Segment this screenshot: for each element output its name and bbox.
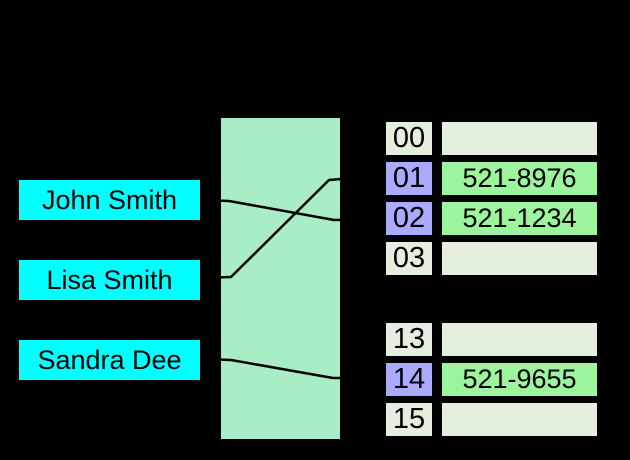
bucket-row: 14 521-9655: [384, 361, 599, 398]
bucket-table: 00 01 521-8976 02 521-1234 03 13 14 521-…: [384, 120, 599, 438]
bucket-value-cell: 521-1234: [440, 200, 599, 237]
key-label: John Smith: [41, 184, 178, 215]
bucket-row: 00: [384, 120, 599, 157]
bucket-index-cell: 03: [384, 240, 434, 277]
bucket-value-cell: [440, 240, 599, 277]
bucket-value-cell: [440, 321, 599, 358]
bucket-index-cell: 01: [384, 160, 434, 197]
key-label: Lisa Smith: [46, 264, 173, 295]
bucket-index-cell: 13: [384, 321, 434, 358]
key-box-john-smith: John Smith: [19, 180, 200, 220]
bucket-row: 03: [384, 240, 599, 277]
hash-function-box: [221, 118, 340, 439]
bucket-index-cell: 00: [384, 120, 434, 157]
key-label: Sandra Dee: [37, 344, 182, 375]
bucket-value-cell: 521-9655: [440, 361, 599, 398]
bucket-row: 02 521-1234: [384, 200, 599, 237]
bucket-value-cell: [440, 401, 599, 438]
bucket-row: 13: [384, 321, 599, 358]
bucket-index-cell: 02: [384, 200, 434, 237]
key-box-lisa-smith: Lisa Smith: [19, 260, 200, 300]
bucket-index-cell: 15: [384, 401, 434, 438]
key-box-sandra-dee: Sandra Dee: [19, 340, 200, 380]
bucket-value-cell: [440, 120, 599, 157]
bucket-row: 01 521-8976: [384, 160, 599, 197]
bucket-row: 15: [384, 401, 599, 438]
bucket-index-cell: 14: [384, 361, 434, 398]
bucket-value-cell: 521-8976: [440, 160, 599, 197]
